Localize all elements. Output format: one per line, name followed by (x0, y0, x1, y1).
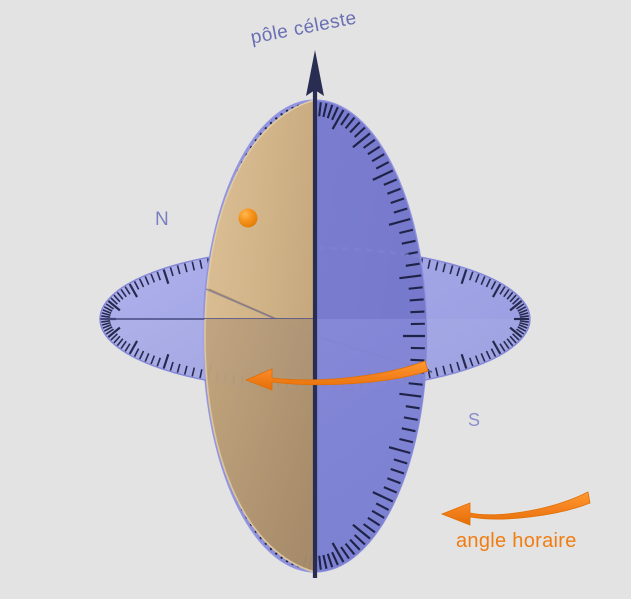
star-dot (238, 208, 258, 228)
polar-axis (306, 50, 324, 578)
star-marker (238, 208, 258, 228)
label-hour-angle: angle horaire (456, 530, 577, 552)
hour-circle-upper (205, 100, 315, 319)
label-north: N (155, 209, 169, 230)
polar-axis-arrowhead (306, 50, 324, 96)
legend-arrow-shape (440, 491, 591, 526)
hour-angle-arrow (244, 360, 429, 391)
legend-arrow (440, 491, 591, 526)
hour-angle-arrow-shape (244, 360, 429, 391)
label-south: S (468, 410, 481, 430)
